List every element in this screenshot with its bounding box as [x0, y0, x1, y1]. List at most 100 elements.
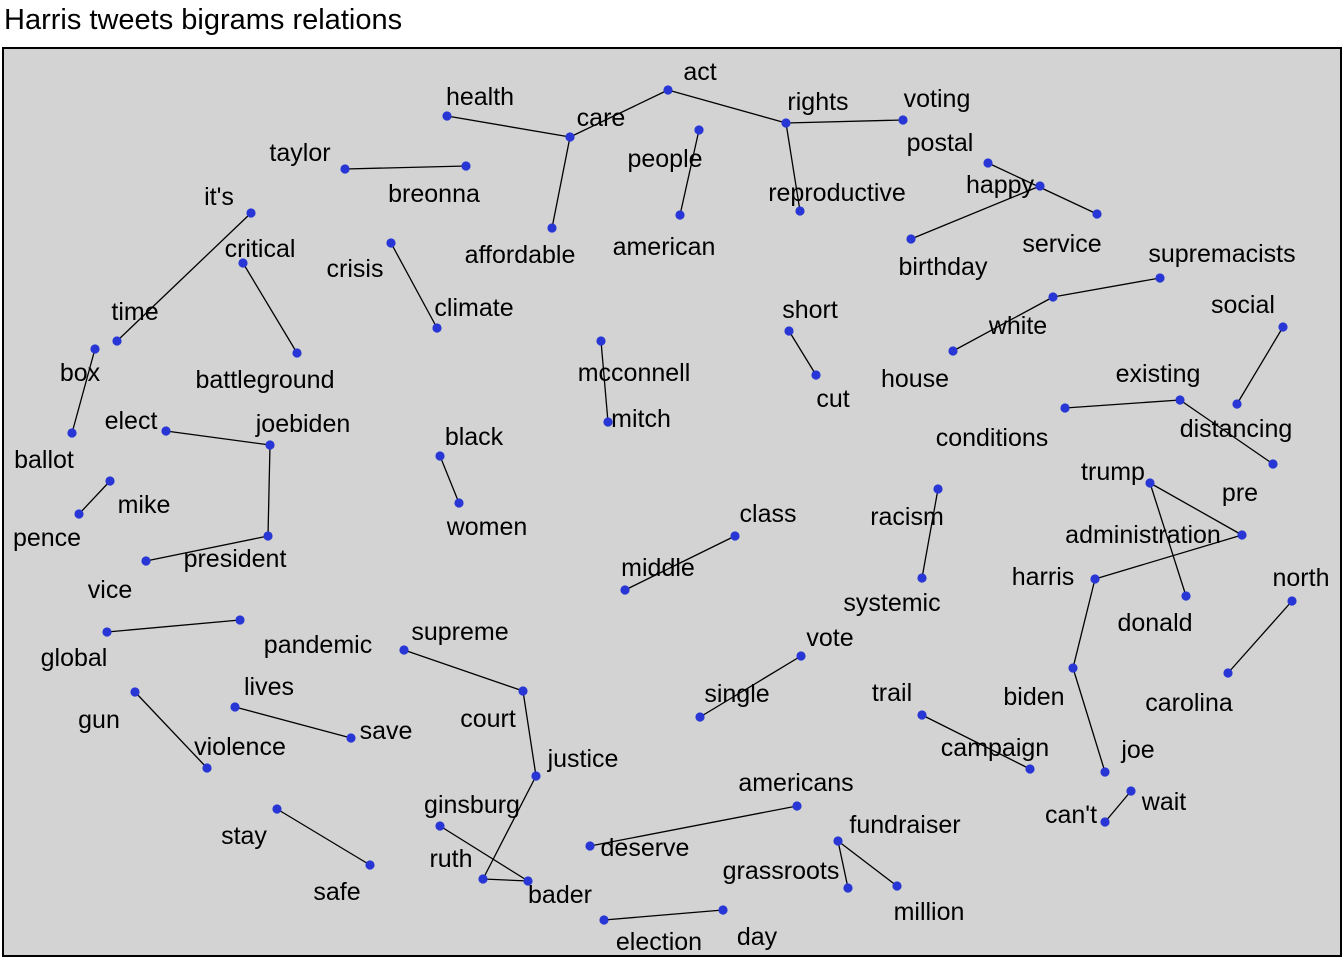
node-dot-conditions	[1060, 403, 1070, 413]
edge-harris-biden	[1072, 578, 1096, 669]
node-label-pre: pre	[1222, 479, 1258, 507]
node-label-trail: trail	[872, 679, 912, 707]
edge-box-ballot	[71, 348, 96, 434]
node-dot-rights	[781, 118, 791, 128]
node-label-its: it's	[204, 183, 234, 211]
node-dot-its	[246, 208, 256, 218]
node-dot-grassroots	[843, 883, 853, 893]
node-dot-stay	[272, 804, 282, 814]
node-label-rights: rights	[787, 88, 848, 116]
node-dot-supreme	[399, 645, 409, 655]
node-dot-save	[346, 733, 356, 743]
node-label-reproductive: reproductive	[768, 179, 906, 207]
edge-white-house	[952, 296, 1054, 352]
node-label-harris: harris	[1012, 563, 1075, 591]
node-label-american: american	[613, 233, 716, 261]
edge-rights-voting	[785, 119, 904, 124]
node-dot-biden	[1068, 663, 1078, 673]
node-dot-supremacists	[1155, 273, 1165, 283]
edge-harris-administration	[1094, 534, 1243, 580]
node-label-black: black	[445, 423, 504, 451]
node-dot-mcconnell	[596, 336, 606, 346]
node-label-house: house	[881, 365, 949, 393]
node-dot-million	[892, 881, 902, 891]
node-label-existing: existing	[1116, 360, 1201, 388]
node-dot-trump	[1145, 478, 1155, 488]
edge-supreme-court	[403, 649, 524, 692]
node-label-bader: bader	[528, 881, 592, 909]
edge-systemic-racism	[921, 488, 939, 579]
node-dot-joe	[1100, 767, 1110, 777]
edge-justice-ruth	[482, 775, 537, 880]
node-dot-ruth	[478, 874, 488, 884]
node-dot-box	[90, 344, 100, 354]
node-label-justice: justice	[547, 745, 619, 773]
node-label-north: north	[1273, 564, 1330, 592]
node-dot-wait	[1126, 786, 1136, 796]
node-label-class: class	[740, 500, 797, 528]
node-label-election: election	[616, 928, 702, 956]
node-dot-middle	[620, 585, 630, 595]
node-label-middle: middle	[621, 554, 695, 582]
node-label-administration: administration	[1065, 521, 1221, 549]
node-dot-class	[730, 531, 740, 541]
node-label-breonna: breonna	[388, 180, 480, 208]
plot-area	[2, 47, 1342, 957]
nodes-layer	[67, 85, 1297, 925]
node-dot-breonna	[461, 161, 471, 171]
node-dot-care	[565, 132, 575, 142]
node-dot-affordable	[547, 223, 557, 233]
node-dot-election	[599, 915, 609, 925]
edge-rights-reproductive	[785, 122, 801, 212]
edge-trump-donald	[1149, 482, 1187, 597]
edge-global-pandemic	[106, 619, 241, 633]
node-label-crisis: crisis	[327, 255, 384, 283]
node-dot-short	[784, 326, 794, 336]
node-label-systemic: systemic	[843, 589, 940, 617]
node-dot-trail	[917, 710, 927, 720]
node-dot-people	[694, 125, 704, 135]
node-label-mcconnell: mcconnell	[578, 359, 691, 387]
node-label-ginsburg: ginsburg	[424, 791, 520, 819]
node-dot-court	[518, 686, 528, 696]
node-label-global: global	[41, 644, 108, 672]
node-label-white: white	[988, 312, 1047, 340]
edge-cant-wait	[1104, 790, 1132, 823]
node-dot-taylor	[340, 164, 350, 174]
node-label-health: health	[446, 83, 514, 111]
node-dot-global	[102, 627, 112, 637]
node-dot-north	[1287, 596, 1297, 606]
edge-grassroots-fundraiser	[837, 840, 849, 889]
chart-title: Harris tweets bigrams relations	[4, 4, 403, 36]
node-label-people: people	[627, 145, 702, 173]
node-label-box: box	[60, 359, 101, 387]
node-label-joe: joe	[1120, 736, 1154, 764]
edge-ruth-bader	[482, 878, 529, 882]
node-label-battleground: battleground	[195, 366, 334, 394]
node-label-pence: pence	[13, 524, 81, 552]
node-dot-day	[718, 905, 728, 915]
edge-north-carolina	[1227, 600, 1293, 674]
node-dot-vote	[796, 651, 806, 661]
node-label-time: time	[111, 298, 158, 326]
node-label-court: court	[460, 705, 516, 733]
edge-conditions-existing	[1064, 399, 1181, 409]
node-label-americans: americans	[738, 769, 853, 797]
node-dot-service	[1092, 209, 1102, 219]
edge-its-time	[116, 212, 252, 342]
node-dot-distancing	[1232, 399, 1242, 409]
node-dot-elect	[161, 426, 171, 436]
node-label-joebiden: joebiden	[255, 410, 351, 438]
node-dot-reproductive	[795, 206, 805, 216]
edge-court-justice	[522, 690, 537, 777]
node-label-vote: vote	[806, 624, 853, 652]
node-label-supreme: supreme	[411, 618, 508, 646]
node-dot-crisis	[386, 238, 396, 248]
node-label-day: day	[737, 923, 778, 951]
node-label-donald: donald	[1117, 609, 1192, 637]
node-dot-happy	[1035, 181, 1045, 191]
node-label-mitch: mitch	[611, 405, 671, 433]
edge-lives-save	[234, 706, 352, 739]
edge-people-american	[679, 129, 700, 216]
edge-trail-campaign	[921, 714, 1031, 770]
